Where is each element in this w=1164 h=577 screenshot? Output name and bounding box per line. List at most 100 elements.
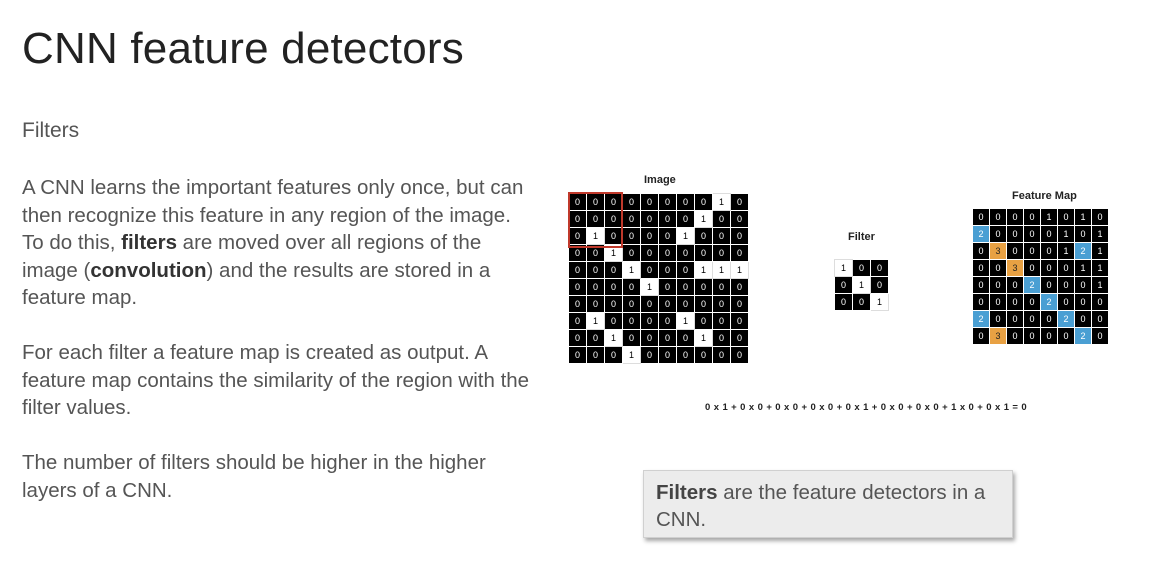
image-cell: 0	[730, 295, 749, 313]
feature-map-cell: 1	[1057, 225, 1075, 243]
image-cell: 0	[658, 278, 677, 296]
feature-map-cell: 0	[989, 259, 1007, 277]
feature-map-cell: 0	[1006, 293, 1024, 311]
image-cell: 0	[694, 312, 713, 330]
image-cell: 0	[640, 312, 659, 330]
image-cell: 0	[586, 346, 605, 364]
image-cell: 0	[604, 278, 623, 296]
feature-map-cell: 0	[1074, 310, 1092, 328]
feature-map-cell: 0	[972, 327, 990, 345]
image-cell: 0	[730, 227, 749, 245]
image-cell: 0	[586, 295, 605, 313]
image-cell: 0	[730, 278, 749, 296]
keyword-convolution: convolution	[90, 258, 207, 282]
paragraph-filters-description: A CNN learns the important features only…	[22, 174, 532, 312]
feature-map-grid-label: Feature Map	[1012, 190, 1077, 202]
feature-map-cell: 0	[1074, 225, 1092, 243]
image-cell: 0	[568, 278, 587, 296]
feature-map-cell: 0	[1040, 259, 1058, 277]
convolution-formula: 0 x 1 + 0 x 0 + 0 x 0 + 0 x 0 + 0 x 1 + …	[705, 402, 1028, 413]
feature-map-cell: 0	[1057, 259, 1075, 277]
paragraph-text: ) and the results are stored in a featur…	[22, 258, 491, 310]
image-cell: 1	[676, 312, 695, 330]
image-cell: 0	[676, 193, 695, 211]
image-cell: 0	[658, 244, 677, 262]
image-cell: 0	[676, 244, 695, 262]
filter-cell: 0	[870, 276, 889, 294]
image-cell: 1	[730, 261, 749, 279]
feature-map-cell: 3	[989, 327, 1007, 345]
image-cell: 0	[640, 210, 659, 228]
feature-map-cell: 2	[1040, 293, 1058, 311]
callout-keyword: Filters	[656, 481, 718, 504]
feature-map-cell: 0	[1057, 293, 1075, 311]
feature-map-cell: 0	[1074, 276, 1092, 294]
image-cell: 0	[586, 261, 605, 279]
feature-map-cell: 1	[1040, 208, 1058, 226]
image-cell: 0	[658, 329, 677, 347]
image-cell: 0	[604, 210, 623, 228]
image-cell: 0	[730, 210, 749, 228]
image-cell: 0	[658, 193, 677, 211]
image-cell: 0	[604, 227, 623, 245]
image-cell: 0	[604, 261, 623, 279]
image-cell: 0	[622, 295, 641, 313]
image-cell: 1	[604, 329, 623, 347]
image-cell: 0	[568, 244, 587, 262]
image-cell: 0	[640, 227, 659, 245]
image-cell: 0	[712, 210, 731, 228]
image-cell: 0	[712, 244, 731, 262]
feature-map-cell: 2	[1074, 242, 1092, 260]
filter-cell: 0	[834, 276, 853, 294]
image-cell: 0	[694, 227, 713, 245]
feature-map-cell: 0	[1091, 293, 1109, 311]
image-cell: 1	[622, 261, 641, 279]
image-cell: 0	[658, 261, 677, 279]
feature-map-cell: 0	[1091, 208, 1109, 226]
image-cell: 1	[676, 227, 695, 245]
feature-map-cell: 0	[1091, 310, 1109, 328]
filter-cell: 0	[834, 293, 853, 311]
feature-map-cell: 0	[1023, 293, 1041, 311]
image-cell: 0	[730, 193, 749, 211]
image-cell: 0	[694, 295, 713, 313]
image-cell: 0	[676, 261, 695, 279]
feature-map-cell: 2	[972, 225, 990, 243]
feature-map-cell: 1	[1074, 259, 1092, 277]
feature-map-cell: 0	[989, 310, 1007, 328]
image-cell: 0	[694, 244, 713, 262]
feature-map-cell: 0	[1040, 242, 1058, 260]
image-cell: 0	[640, 346, 659, 364]
feature-map-cell: 0	[1006, 242, 1024, 260]
image-cell: 0	[640, 261, 659, 279]
feature-map-cell: 0	[1023, 310, 1041, 328]
filter-grid-label: Filter	[848, 231, 875, 243]
image-cell: 0	[676, 329, 695, 347]
feature-map-cell: 2	[972, 310, 990, 328]
image-cell: 0	[622, 329, 641, 347]
image-cell: 0	[586, 193, 605, 211]
feature-map-cell: 0	[1057, 276, 1075, 294]
image-cell: 1	[622, 346, 641, 364]
feature-map-cell: 3	[989, 242, 1007, 260]
image-cell: 0	[604, 193, 623, 211]
feature-map-cell: 0	[972, 208, 990, 226]
image-cell: 0	[604, 295, 623, 313]
feature-map-cell: 0	[1023, 208, 1041, 226]
feature-map-cell: 0	[1006, 327, 1024, 345]
feature-map-cell: 0	[1057, 208, 1075, 226]
